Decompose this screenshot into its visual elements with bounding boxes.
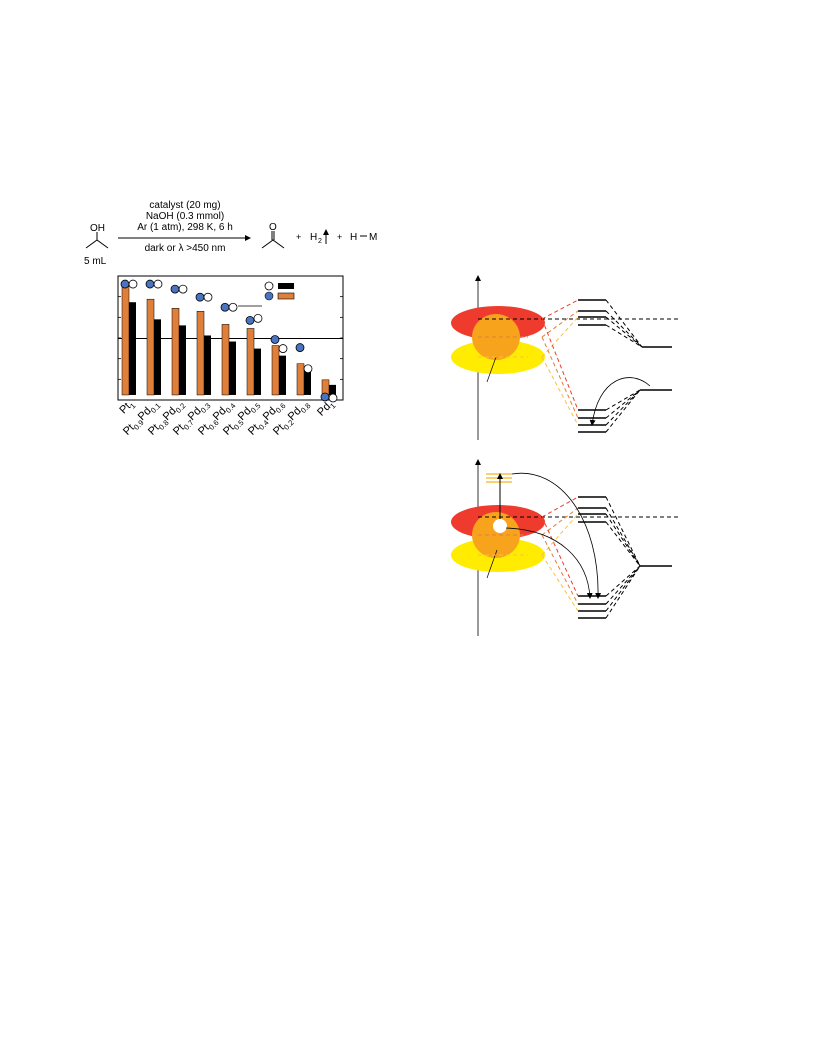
marker-2-1	[153, 279, 163, 289]
electron-transfer-arrow-top	[589, 377, 651, 426]
hydrogen-gas: H 2	[310, 229, 329, 245]
metal-hydride: H M	[350, 232, 377, 243]
marker-1-3	[195, 292, 205, 302]
legend-swatch-orange	[277, 292, 295, 300]
hole-circle	[493, 519, 507, 533]
markers	[120, 279, 338, 403]
marker-2-8	[328, 393, 338, 403]
marker-2-5	[253, 313, 263, 323]
legend-marker-white	[264, 281, 274, 291]
bar-series-1-3	[196, 311, 205, 396]
condition-base: NaOH (0.3 mmol)	[146, 211, 224, 222]
energy-diagram-top	[451, 275, 680, 440]
condition-atmosphere: Ar (1 atm), 298 K, 6 h	[137, 222, 233, 233]
bar-series-1-6	[271, 345, 280, 396]
isopropanol-structure: OH 5 mL	[84, 223, 109, 267]
hot-electron-transfer-arrow	[511, 472, 602, 599]
lower-levels-bottom	[578, 595, 606, 619]
marker-1-6	[270, 335, 280, 344]
upper-levels-top	[578, 299, 606, 326]
marker-2-4	[228, 302, 238, 312]
plus-sign-2: +	[337, 232, 342, 242]
bar-series-2-3	[204, 335, 211, 395]
x-labels: Pt1Pt0.9Pd0.1Pt0.8Pd0.2Pt0.7Pd0.3Pt0.6Pd…	[117, 398, 337, 440]
marker-1-5	[245, 315, 255, 325]
bar-series-2-4	[229, 341, 236, 395]
marker-1-0	[120, 279, 130, 289]
y-ticks	[118, 275, 343, 401]
svg-text:M: M	[369, 232, 377, 243]
hole-transfer-arrow	[505, 527, 593, 599]
plus-sign-1: +	[296, 232, 301, 242]
bar-series-1-5	[246, 328, 255, 396]
reactant-volume: 5 mL	[84, 256, 107, 267]
x-tick-label-6: Pt0.4Pd0.6	[246, 398, 288, 440]
bar-series-2-2	[179, 325, 186, 395]
marker-2-0	[128, 279, 138, 289]
marker-2-2	[178, 284, 188, 294]
condition-catalyst: catalyst (20 mg)	[149, 200, 220, 211]
marker-1-7	[295, 343, 305, 352]
marker-1-2	[170, 284, 180, 294]
bars	[121, 283, 336, 396]
marker-2-7	[303, 364, 313, 374]
bar-series-2-7	[304, 368, 311, 395]
bar-series-1-0	[121, 283, 130, 396]
bar-series-2-5	[254, 348, 261, 395]
energy-diagram-bottom	[451, 459, 680, 636]
bar-series-1-4	[221, 324, 230, 396]
bar-series-1-7	[296, 363, 305, 396]
marker-1-8	[320, 392, 330, 402]
upper-levels-bottom	[578, 496, 606, 523]
svg-text:H: H	[350, 232, 357, 243]
acetone-structure: O	[261, 222, 285, 249]
bar-series-2-0	[129, 302, 136, 395]
x-tick-label-0: Pt1	[117, 398, 137, 418]
bar-series-1-2	[171, 308, 180, 396]
hydroxyl-label: OH	[90, 223, 105, 234]
legend	[264, 281, 295, 301]
marker-2-3	[203, 292, 213, 302]
reaction-scheme: OH 5 mL catalyst (20 mg) NaOH (0.3 mmol)…	[84, 200, 377, 267]
bar-series-2-8	[329, 384, 336, 395]
svg-text:2: 2	[318, 238, 322, 245]
marker-2-6	[278, 344, 288, 353]
marker-1-4	[220, 302, 230, 312]
bar-series-1-1	[146, 298, 155, 396]
lower-levels-top	[578, 409, 606, 433]
carbonyl-oxygen: O	[269, 222, 277, 233]
marker-1-1	[145, 279, 155, 289]
bar-series-2-6	[279, 355, 286, 395]
bar-series-2-1	[154, 319, 161, 395]
svg-text:H: H	[310, 232, 317, 243]
bar-chart: Pt1Pt0.9Pd0.1Pt0.8Pd0.2Pt0.7Pd0.3Pt0.6Pd…	[117, 275, 344, 440]
legend-swatch-black	[278, 283, 294, 289]
hot-electron-levels	[486, 473, 512, 483]
pointer-line-top	[486, 356, 497, 383]
legend-marker-blue	[264, 291, 274, 301]
condition-light: dark or λ >450 nm	[145, 243, 226, 254]
